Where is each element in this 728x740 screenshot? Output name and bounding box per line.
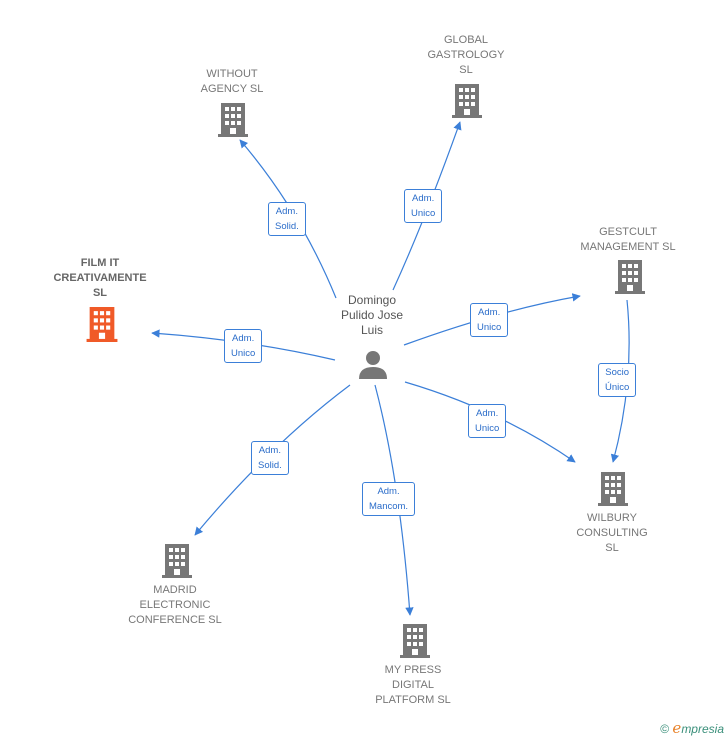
copyright-icon: © [660,722,670,736]
building-icon[interactable] [452,84,482,118]
person-icon[interactable] [357,348,389,380]
relation-label-my-press: Adm. Mancom. [362,482,416,516]
company-label-madrid-electronic[interactable]: MADRID ELECTRONIC CONFERENCE SL [128,584,222,626]
company-label-my-press[interactable]: MY PRESS DIGITAL PLATFORM SL [375,664,451,706]
company-label-film-it[interactable]: FILM IT CREATIVAMENTE SL [53,257,147,299]
relation-label-film-it: Adm. Unico [224,329,263,363]
company-label-global-gastrology[interactable]: GLOBAL GASTROLOGY SL [427,34,505,76]
relation-label-gestcult: Adm. Unico [470,303,509,337]
building-icon[interactable] [162,544,192,578]
relation-label-wilbury: Adm. Unico [468,404,507,438]
building-icon[interactable] [400,624,430,658]
company-label-wilbury[interactable]: WILBURY CONSULTING SL [576,512,648,554]
building-icon-focus[interactable] [86,307,118,342]
company-label-without-agency[interactable]: WITHOUT AGENCY SL [200,68,264,95]
relation-label-global-gastrology: Adm. Unico [404,189,443,223]
brand-logo-mark: e [672,719,682,737]
building-icon[interactable] [615,260,645,294]
brand-name: mpresia [681,722,724,736]
building-icon[interactable] [218,103,248,137]
person-name: Domingo Pulido Jose Luis [340,293,404,337]
relation-label-without-agency: Adm. Solid. [268,202,306,236]
brand-footer[interactable]: © empresia [660,719,724,737]
building-icon[interactable] [598,472,628,506]
relation-label-gestcult-wilbury: Socio Único [598,363,637,397]
company-label-gestcult[interactable]: GESTCULT MANAGEMENT SL [580,226,676,253]
relation-label-madrid-electronic: Adm. Solid. [251,441,289,475]
